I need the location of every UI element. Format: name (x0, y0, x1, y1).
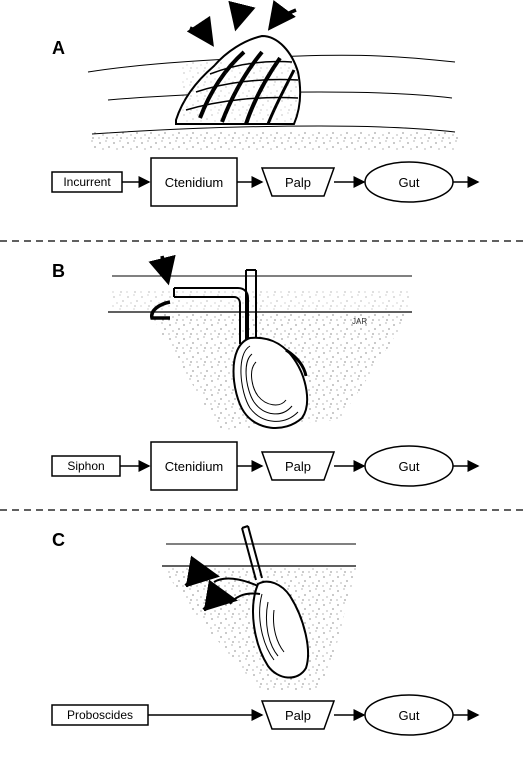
incoming-flow-arrow (267, 0, 297, 31)
ctenidium-box (150, 157, 238, 207)
outgoing-flow-arrow (150, 300, 171, 320)
oyster-shell (175, 34, 302, 125)
incurrent-label: Incurrent (63, 175, 111, 189)
clam-shell (232, 336, 309, 430)
proboscides-label: Proboscides (67, 708, 133, 722)
panel-b: B JAR Siphon Ctenidium Palp (51, 254, 480, 491)
ctenidium-label: Ctenidium (165, 175, 224, 190)
sediment-a (90, 130, 458, 150)
palp-label: Palp (285, 175, 311, 190)
panel-label-b: B (52, 261, 65, 281)
incoming-flow-arrow (202, 579, 238, 612)
incoming-flow-arrow (186, 15, 214, 47)
ctenidium-label-b: Ctenidium (165, 459, 224, 474)
panel-label-c: C (52, 530, 65, 550)
substrate-line-a (91, 125, 456, 135)
gut-label-b: Gut (399, 459, 420, 474)
siphon-label: Siphon (67, 459, 104, 473)
palp-box (260, 167, 336, 197)
water-surface-line-a1 (87, 54, 456, 73)
palp-box-c (260, 700, 336, 730)
incoming-flow-arrow (148, 254, 176, 286)
gut-label: Gut (399, 175, 420, 190)
palp-box-b (260, 451, 336, 481)
panel-c: C Proboscides Palp Gut (51, 525, 480, 736)
artist-signature: JAR (352, 317, 367, 326)
gut-label-c: Gut (399, 708, 420, 723)
water-particles-b (110, 290, 410, 310)
incoming-flow-arrow (184, 555, 220, 588)
panel-a: A Incurrent Ctenidium Palp (51, 0, 480, 207)
incoming-flow-arrow (228, 0, 256, 32)
water-surface-line-a2 (107, 91, 453, 101)
ctenidium-box-b (150, 441, 238, 491)
palp-label-b: Palp (285, 459, 311, 474)
panel-label-a: A (52, 38, 65, 58)
palp-label-c: Palp (285, 708, 311, 723)
protobranch-shell (252, 580, 310, 679)
